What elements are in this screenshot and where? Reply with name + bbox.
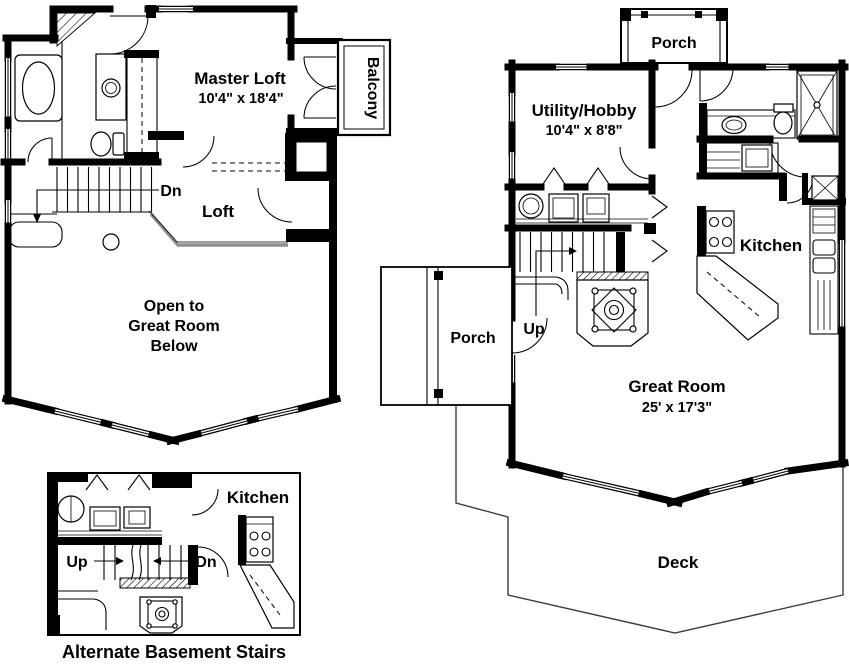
utility-hobby-room: Utility/Hobby 10'4" x 8'8": [504, 59, 656, 195]
main-floor-plan: Porch: [380, 8, 849, 634]
roof-slope-hatch: [56, 12, 97, 47]
master-loft-label: Master Loft: [194, 69, 286, 88]
porch-entry-door: [654, 69, 693, 108]
bifold-door: [584, 167, 612, 188]
kitchen-sink: [812, 239, 836, 256]
wood-stove: [576, 279, 649, 347]
open-below-line3: Below: [150, 338, 198, 355]
toilet: [773, 103, 794, 113]
stair-arrow: [153, 557, 161, 565]
basement-stairs: [48, 544, 229, 635]
closet-water-heater: [696, 142, 846, 205]
bifold-door: [540, 167, 568, 188]
bath-sink: [721, 115, 747, 135]
toilet: [112, 132, 125, 156]
utility-hobby-dimensions: 10'4" x 8'8": [545, 123, 622, 139]
porch-post: [434, 271, 443, 280]
top-porch: Porch: [620, 8, 728, 64]
porch-post: [620, 10, 631, 21]
master-loft-dimensions: 10'4" x 18'4": [198, 91, 283, 107]
open-below-line1: Open to: [144, 298, 205, 315]
cooktop: [705, 210, 735, 254]
kitchen-sink: [812, 257, 836, 274]
porch-post: [716, 10, 727, 21]
stair-arrow: [569, 247, 577, 255]
deck-outline: [455, 405, 844, 634]
basement-dn-label: Dn: [195, 554, 216, 571]
utility-hobby-label: Utility/Hobby: [532, 101, 637, 120]
basement-kitchen-label: Kitchen: [227, 488, 289, 507]
basement-stove: [139, 596, 183, 634]
basement-island: [239, 564, 295, 629]
kitchen: Kitchen: [696, 205, 839, 341]
main-stairs: Up: [504, 195, 668, 354]
up-label: Up: [523, 321, 545, 338]
loft-label: Loft: [202, 202, 234, 221]
laundry-counter: [516, 193, 648, 224]
porch-post: [434, 389, 443, 398]
door-jamb: [146, 5, 156, 18]
washer: [548, 193, 579, 223]
open-below-line2: Great Room: [128, 318, 220, 335]
upper-exterior-walls: [1, 5, 343, 446]
french-doors: [303, 56, 337, 119]
great-room-label: Great Room: [628, 377, 725, 396]
kitchen-label: Kitchen: [740, 236, 802, 255]
chimney: [257, 133, 337, 242]
balcony-label: Balcony: [364, 57, 381, 119]
side-porch: Porch: [380, 266, 513, 406]
main-exterior-walls: [504, 59, 849, 508]
upper-stairs: [8, 167, 159, 248]
kitchen-counter: [809, 205, 839, 335]
great-room-dimensions: 25' x 17'3": [642, 400, 712, 416]
entry-door-leaf: [651, 239, 668, 263]
entry-door-leaf: [651, 195, 668, 219]
laundry-sink: [518, 193, 544, 219]
upper-bathroom: [0, 5, 162, 166]
support-column: [102, 233, 120, 251]
basement-stairs-inset: Kitchen Up Dn Alternate Basement Stairs: [47, 472, 301, 662]
main-bathroom: [696, 67, 844, 178]
basement-caption: Alternate Basement Stairs: [62, 642, 286, 662]
stair-arrow: [33, 214, 41, 223]
basement-up-label: Up: [66, 554, 88, 571]
upper-floor-plan: Balcony: [0, 5, 392, 446]
side-porch-label: Porch: [450, 330, 495, 347]
deck-label: Deck: [658, 553, 699, 572]
dn-label: Dn: [160, 183, 181, 200]
top-porch-label: Porch: [651, 35, 696, 52]
bifold-door: [85, 474, 109, 491]
loft-area: [102, 131, 289, 251]
stair-arrow: [116, 557, 124, 565]
basement-cooktop: [238, 515, 295, 629]
balcony: Balcony: [336, 38, 392, 137]
vanity-sink: [101, 78, 121, 98]
bifold-door: [127, 474, 151, 491]
